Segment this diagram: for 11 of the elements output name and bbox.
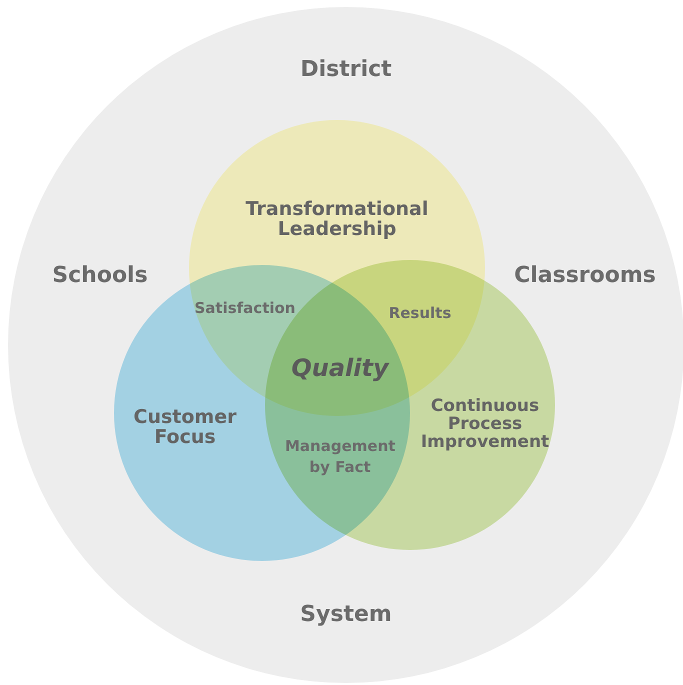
region-label: System xyxy=(299,603,393,626)
center-label: Quality xyxy=(290,353,390,384)
overlap-label: Satisfaction xyxy=(193,298,296,319)
circle-label: Transformational Leadership xyxy=(244,200,430,240)
circle-label: Continuous Process Improvement xyxy=(420,398,550,452)
region-label: District xyxy=(299,58,393,82)
overlap-label: Results xyxy=(388,303,452,324)
overlap-label: Management by Fact xyxy=(285,436,395,478)
circle-label: Customer Focus xyxy=(132,408,238,448)
region-label: Classrooms xyxy=(513,264,657,288)
region-label: Schools xyxy=(51,264,149,288)
